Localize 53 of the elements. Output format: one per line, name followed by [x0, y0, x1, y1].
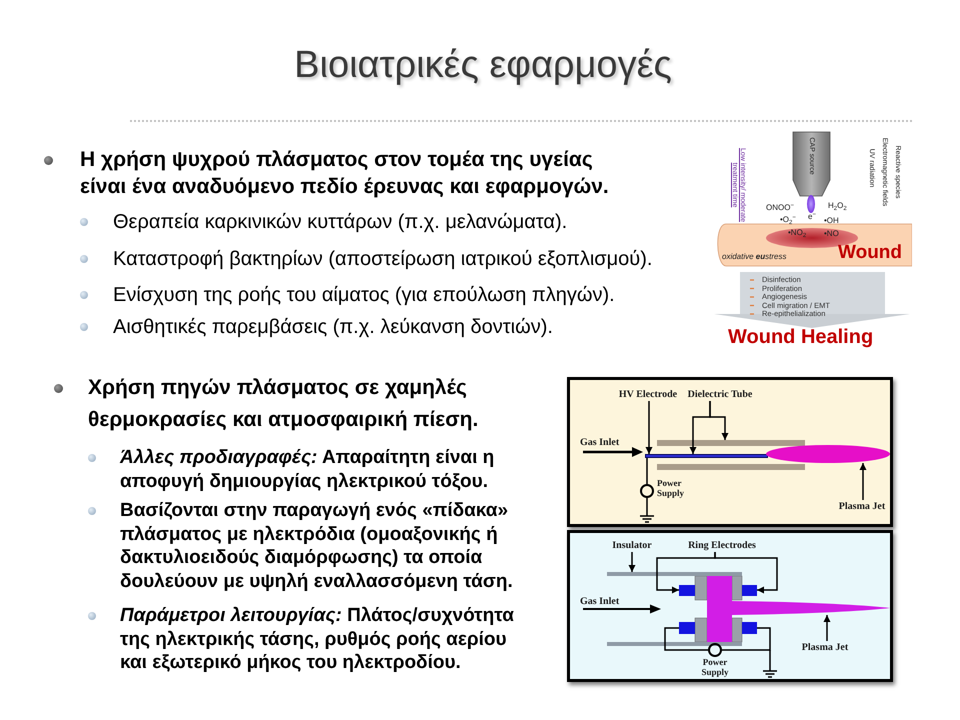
wire [664, 627, 708, 651]
part-label: Dielectric Tube [682, 388, 758, 401]
plasma-jet-shape [766, 445, 890, 463]
figure-label: e$^{−}$ [808, 212, 816, 221]
bullet-text: Παράμετροι λειτουργίας: Πλάτος/συχνότητα της ηλεκτρικής τάσης, ρυθμός ροής αερίου και εξωτερικό μήκος του ηλεκτροδίου. [120, 604, 515, 674]
leader-arrow [824, 615, 830, 641]
tube-wall [657, 440, 805, 446]
figure-label: H$_{2}$O$_{2}$ [828, 201, 847, 210]
figure-label: ONOO$^{−}$ [766, 203, 794, 212]
part-label: Ring Electrodes [674, 539, 770, 552]
figure-label: •NO$_{2}$ [788, 228, 806, 237]
bullet-text: Αισθητικές παρεμβάσεις (π.χ. λεύκανση δοντιών). [113, 315, 554, 339]
schematic-panel [567, 377, 893, 527]
ring-electrode [742, 585, 757, 596]
figure-label: •OH [824, 216, 839, 225]
plasma-jet-shape [732, 601, 890, 615]
slide-title: Βιοιατρικές εφαρμογές [293, 43, 673, 88]
ring-electrode [679, 585, 695, 596]
leader-arrow [860, 463, 866, 500]
insulator-plate [607, 572, 742, 576]
leader-arrow [714, 552, 778, 594]
bullet-text: Χρήση πηγών πλάσματος σε χαμηλές θερμοκρασίες και ατμοσφαιρική πίεση. [88, 375, 480, 433]
figure-label: Wound Healing [728, 326, 874, 348]
leader-arrow [628, 552, 636, 572]
insulator-plate [607, 642, 742, 646]
part-label: Power Supply [700, 657, 730, 677]
part-label: Power Supply [657, 478, 686, 498]
part-label: Plasma Jet [792, 641, 858, 654]
part-label: Plasma Jet [830, 500, 894, 513]
bullet-text: Βασίζονται στην παραγωγή ενός «πίδακα» πλάσματος με ηλεκτρόδια (ομοαξονικής ή δακτυλιοειδούς διαμόρφωσης) τα οποία δουλεύουν με υψηλή εναλλασσόμενη τάση. [120, 499, 514, 593]
power-supply-symbol [708, 643, 722, 657]
part-label: Gas Inlet [580, 595, 620, 608]
part-label: HV Electrode [614, 388, 682, 401]
wire [646, 458, 648, 484]
schematic-panel [567, 530, 893, 682]
figure-label: Wound [838, 242, 902, 264]
leader-arrow [646, 401, 652, 454]
power-supply-symbol [640, 484, 654, 498]
bullet-text: Άλλες προδιαγραφές: Απαραίτητη είναι η αποφυγή δημιουργίας ηλεκτρικού τόξου. [120, 446, 496, 493]
bullet-text: Η χρήση ψυχρού πλάσματος στον τομέα της υγείας είναι ένα αναδυόμενο πεδίο έρευνας και εφαρμογών. [80, 147, 610, 200]
bullet-text: Ενίσχυση της ροής του αίματος (για επούλωση πληγών). [113, 283, 616, 307]
part-label: Insulator [604, 539, 660, 552]
figure-label: oxidative eustress [722, 252, 786, 262]
bullet-text: Θεραπεία καρκινικών κυττάρων (π.χ. μελανώματα). [113, 210, 568, 234]
electrode-rod [645, 454, 768, 458]
ring-electrode [742, 622, 757, 634]
wire [722, 627, 771, 651]
tube-wall [657, 464, 805, 470]
figure-label: •NO [824, 229, 839, 238]
ring-electrode [679, 622, 695, 634]
part-label: Gas Inlet [580, 436, 620, 449]
bullet-text: Καταστροφή βακτηρίων (αποστείρωση ιατρικού εξοπλισμού). [113, 247, 654, 271]
leader-arrow [709, 401, 728, 440]
